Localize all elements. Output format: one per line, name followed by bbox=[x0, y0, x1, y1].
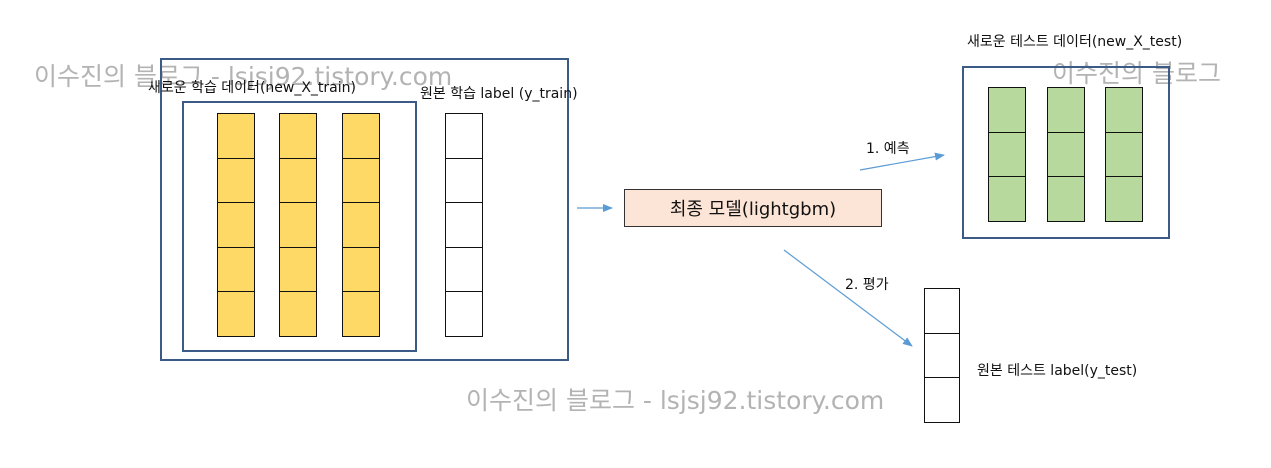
watermark-top-left: 이수진의 블로그 - lsjsj92.tistory.com bbox=[34, 62, 453, 91]
predict-step-label: 1. 예측 bbox=[866, 141, 910, 157]
test-cell bbox=[1047, 176, 1085, 222]
train-cell bbox=[217, 113, 255, 159]
train-label-column bbox=[445, 113, 483, 337]
evaluate-step-label: 2. 평가 bbox=[845, 277, 889, 293]
test-feature-column-1 bbox=[988, 87, 1026, 222]
train-feature-column-2 bbox=[279, 113, 317, 337]
train-cell bbox=[342, 291, 380, 337]
train-cell bbox=[217, 291, 255, 337]
test-cell bbox=[1105, 131, 1143, 178]
test-cell bbox=[1105, 176, 1143, 222]
train-feature-column-1 bbox=[217, 113, 255, 337]
train-cell bbox=[217, 202, 255, 248]
train-cell bbox=[342, 157, 380, 204]
watermark-top-right: 이수진의 블로그 bbox=[1052, 59, 1221, 88]
label-cell bbox=[445, 113, 483, 159]
test-feature-column-2 bbox=[1047, 87, 1085, 222]
label-cell bbox=[445, 291, 483, 337]
train-feature-column-3 bbox=[342, 113, 380, 337]
watermark-bottom-center: 이수진의 블로그 - lsjsj92.tistory.com bbox=[466, 386, 885, 415]
label-cell bbox=[445, 246, 483, 293]
test-label-label: 원본 테스트 label(y_test) bbox=[977, 363, 1138, 379]
train-data-frame bbox=[182, 101, 417, 352]
test-cell bbox=[1047, 87, 1085, 133]
train-data-label: 새로운 학습 데이터(new_X_train) bbox=[148, 80, 356, 96]
train-outer-frame bbox=[160, 58, 569, 361]
train-cell bbox=[279, 291, 317, 337]
train-cell bbox=[342, 113, 380, 159]
test-cell bbox=[988, 176, 1026, 222]
test-data-frame bbox=[962, 66, 1170, 239]
test-feature-column-3 bbox=[1105, 87, 1143, 222]
test-label-cell bbox=[924, 377, 960, 423]
train-cell bbox=[279, 113, 317, 159]
arrow-model-to-label bbox=[783, 249, 913, 347]
train-label-label: 원본 학습 label (y_train) bbox=[420, 86, 578, 102]
train-cell bbox=[342, 246, 380, 293]
label-cell bbox=[445, 202, 483, 248]
train-cell bbox=[279, 202, 317, 248]
test-label-cell bbox=[924, 332, 960, 379]
train-cell bbox=[342, 202, 380, 248]
final-model-label: 최종 모델(lightgbm) bbox=[669, 199, 837, 220]
final-model-box: 최종 모델(lightgbm) bbox=[624, 189, 882, 227]
test-label-cell bbox=[924, 288, 960, 334]
test-label-column bbox=[924, 288, 960, 423]
train-cell bbox=[217, 246, 255, 293]
test-cell bbox=[988, 131, 1026, 178]
test-data-label: 새로운 테스트 데이터(new_X_test) bbox=[967, 34, 1183, 50]
test-cell bbox=[1047, 131, 1085, 178]
arrow-model-to-test bbox=[859, 152, 945, 171]
